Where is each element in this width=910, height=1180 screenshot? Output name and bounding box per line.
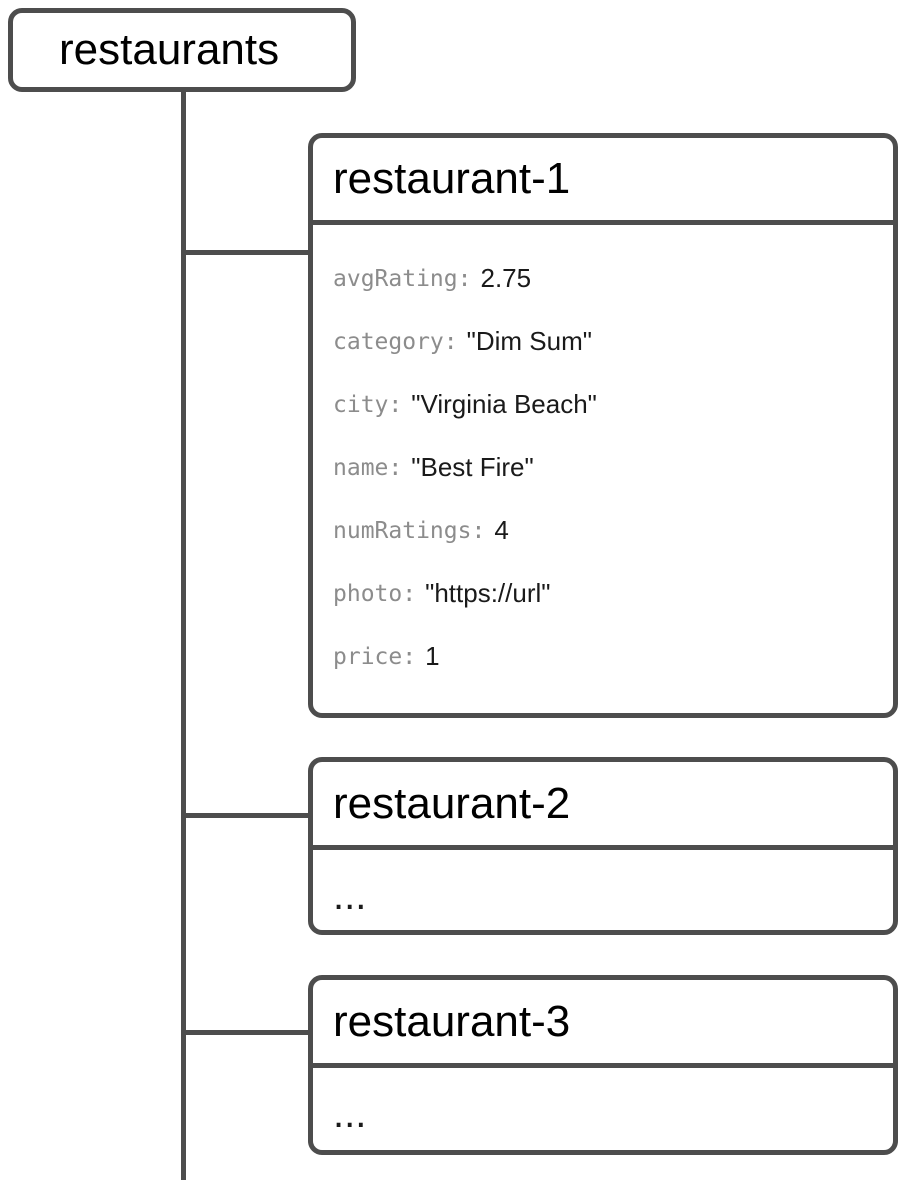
field-row: avgRating : 2.75 — [333, 247, 873, 310]
document-header: restaurant-1 — [313, 138, 893, 225]
field-value: 4 — [494, 515, 509, 545]
field-value: "Best Fire" — [411, 452, 534, 482]
document-title: restaurant-3 — [333, 996, 571, 1046]
field-colon: : — [402, 643, 417, 670]
document-header: restaurant-3 — [313, 980, 893, 1068]
field-colon: : — [388, 454, 403, 481]
field-row: name : "Best Fire" — [333, 436, 873, 499]
field-row: category : "Dim Sum" — [333, 310, 873, 373]
document-fields-ellipsis: ... — [333, 874, 367, 918]
field-value: "https://url" — [425, 578, 551, 608]
document-node-restaurant-2[interactable]: restaurant-2 ... — [308, 757, 898, 935]
field-row: price : 1 — [333, 625, 873, 688]
field-key: city — [333, 391, 389, 418]
document-title: restaurant-2 — [333, 778, 571, 828]
document-title: restaurant-1 — [333, 154, 571, 203]
document-fields: ... — [313, 850, 893, 930]
document-node-restaurant-1[interactable]: restaurant-1 avgRating : 2.75 category :… — [308, 133, 898, 718]
field-value: 2.75 — [480, 263, 532, 293]
field-colon: : — [471, 517, 486, 544]
field-colon: : — [457, 265, 472, 292]
document-fields: ... — [313, 1068, 893, 1150]
field-key: name — [333, 454, 389, 481]
field-row: city : "Virginia Beach" — [333, 373, 873, 436]
document-fields-ellipsis: ... — [333, 1092, 367, 1136]
document-node-restaurant-3[interactable]: restaurant-3 ... — [308, 975, 898, 1155]
field-value: "Virginia Beach" — [411, 389, 597, 419]
field-key: category — [333, 328, 444, 355]
field-row: photo : "https://url" — [333, 562, 873, 625]
field-key: price — [333, 643, 403, 670]
field-key: avgRating — [333, 265, 458, 292]
collection-title: restaurants — [59, 25, 280, 74]
field-row: numRatings : 4 — [333, 499, 873, 562]
field-value: 1 — [425, 641, 440, 671]
field-key: numRatings — [333, 517, 472, 544]
field-value: "Dim Sum" — [466, 326, 592, 356]
field-key: photo — [333, 580, 403, 607]
field-colon: : — [388, 391, 403, 418]
field-colon: : — [443, 328, 458, 355]
document-fields: avgRating : 2.75 category : "Dim Sum" ci… — [313, 225, 893, 713]
collection-node-restaurants[interactable]: restaurants — [8, 8, 356, 92]
document-header: restaurant-2 — [313, 762, 893, 850]
field-colon: : — [402, 580, 417, 607]
